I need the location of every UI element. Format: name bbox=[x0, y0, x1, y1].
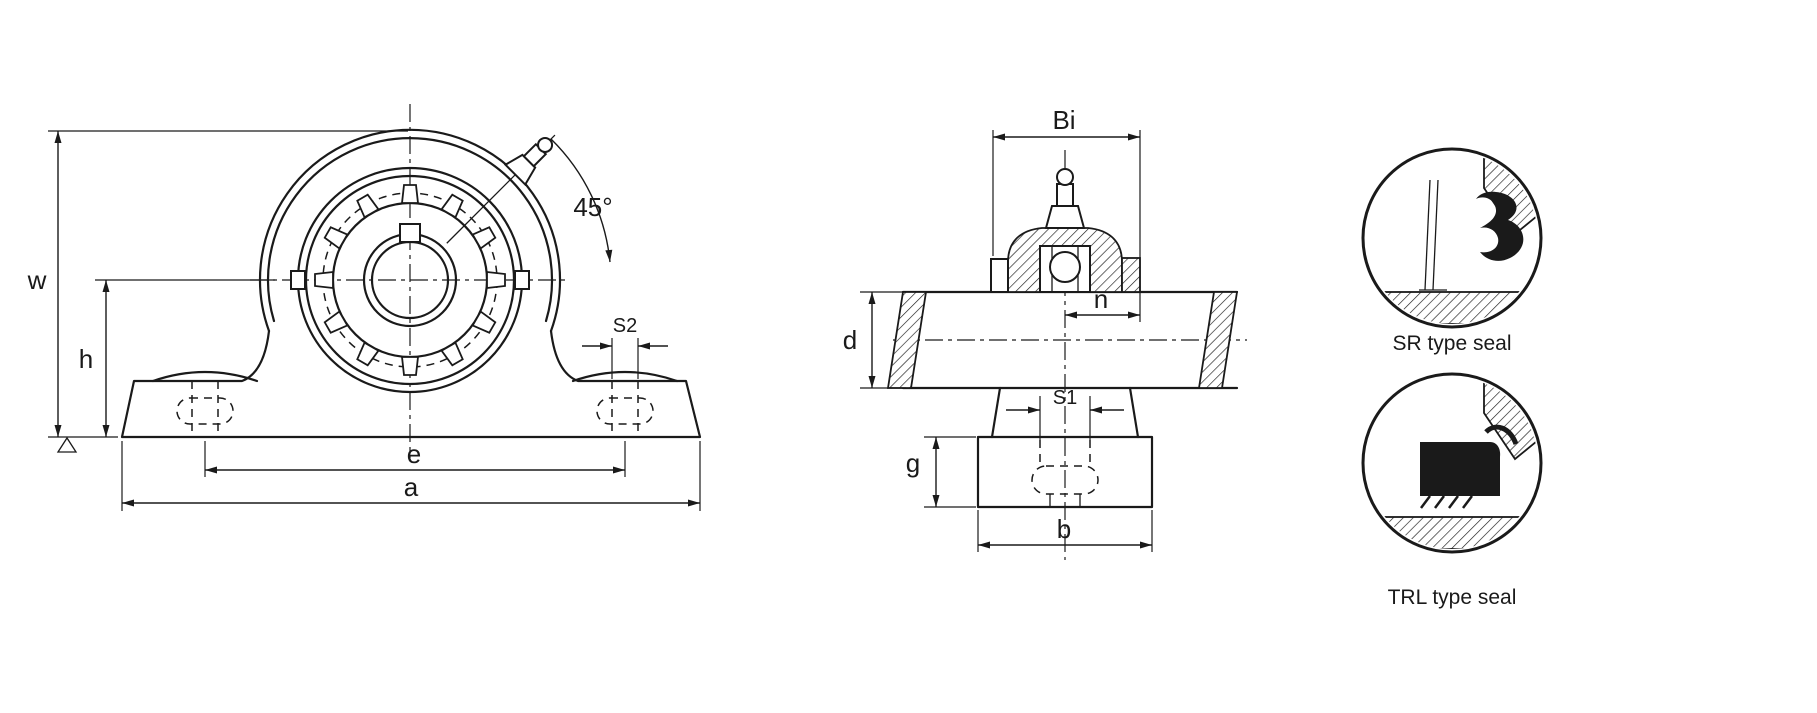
seal-detail-sr: SR type seal bbox=[1361, 147, 1543, 355]
dim-label-e: e bbox=[407, 439, 421, 469]
setscrew-boss bbox=[1121, 257, 1141, 293]
grease-fitting-side bbox=[1044, 168, 1086, 229]
dim-label-a: a bbox=[404, 472, 419, 502]
dim-b: b bbox=[977, 510, 1153, 552]
dim-s1: S1 bbox=[1006, 387, 1124, 440]
dim-label-s1: S1 bbox=[1053, 387, 1077, 409]
trl-seal-body bbox=[1420, 442, 1501, 496]
bolt-hole-right bbox=[596, 381, 654, 437]
dim-e: e bbox=[204, 439, 626, 477]
bolt-hole-left bbox=[176, 381, 234, 437]
trl-seal-hook bbox=[1484, 424, 1519, 446]
keyway-slot bbox=[399, 223, 421, 243]
dim-label-n: n bbox=[1094, 284, 1108, 314]
dim-n: n bbox=[1065, 284, 1140, 319]
datum-symbol bbox=[56, 436, 78, 453]
trl-seal-fingers bbox=[1420, 495, 1473, 509]
trl-shaft-surface bbox=[1366, 516, 1538, 549]
collar-left bbox=[990, 258, 1009, 293]
dim-label-h: h bbox=[79, 344, 93, 374]
pedestal bbox=[976, 386, 1154, 509]
dim-label-b: b bbox=[1057, 514, 1071, 544]
trl-seal-caption: TRL type seal bbox=[1388, 586, 1517, 609]
shaft-break-right bbox=[1197, 291, 1239, 389]
shaft-break-left bbox=[886, 291, 928, 389]
dim-label-angle: 45° bbox=[573, 192, 612, 222]
dim-w: w bbox=[27, 130, 408, 438]
bolt-boss-arc-right bbox=[571, 370, 679, 383]
dim-label-d: d bbox=[843, 325, 857, 355]
ring-notches bbox=[290, 270, 530, 290]
dim-label-w: w bbox=[27, 265, 47, 295]
shaft bbox=[886, 290, 1239, 390]
dim-g: g bbox=[906, 436, 976, 508]
foot-section bbox=[976, 435, 1154, 509]
grease-fitting-front bbox=[446, 134, 556, 244]
dim-label-g: g bbox=[906, 448, 920, 478]
dim-d: d bbox=[843, 291, 906, 389]
bolt-boss-arc-left bbox=[151, 370, 259, 383]
bearing-section bbox=[990, 168, 1141, 293]
dim-bi: Bi bbox=[992, 105, 1141, 322]
sr-seal-profile bbox=[1476, 191, 1524, 261]
seal-detail-trl: TRL type seal bbox=[1361, 372, 1543, 609]
dim-a: a bbox=[121, 441, 701, 511]
bolt-slot-hidden bbox=[1031, 465, 1099, 495]
sr-slinger bbox=[1419, 179, 1447, 291]
dim-angle-45: 45° bbox=[550, 138, 613, 263]
dim-s2: S2 bbox=[582, 315, 668, 379]
dim-label-s2: S2 bbox=[613, 315, 637, 337]
side-view: Bi n d S1 g bbox=[843, 105, 1247, 560]
base-outline bbox=[120, 329, 702, 439]
housing-outline bbox=[258, 128, 562, 333]
ball-section bbox=[1049, 251, 1081, 283]
sr-seal-caption: SR type seal bbox=[1392, 332, 1511, 355]
dim-h: h bbox=[79, 279, 275, 437]
dim-label-bi: Bi bbox=[1052, 105, 1075, 135]
front-view: 45° w h S2 e bbox=[27, 104, 702, 511]
sr-shaft-surface bbox=[1366, 291, 1538, 324]
